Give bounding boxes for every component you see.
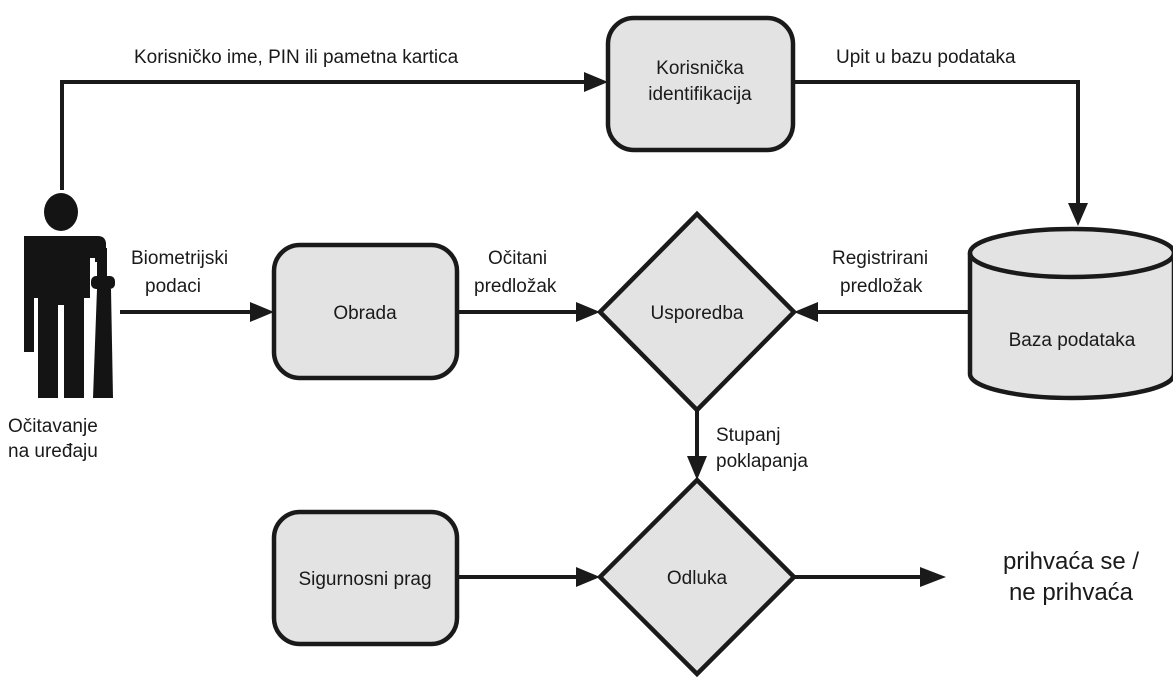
decision-label: Odluka (667, 568, 728, 589)
security-threshold-box (271, 509, 460, 647)
user-identification-box (605, 15, 796, 153)
match-degree-edge-label-line1: Stupanj (716, 425, 780, 446)
comparison-diamond (596, 210, 798, 414)
credentials-connector (60, 80, 585, 190)
db-query-edge-label: Upit u bazu podataka (836, 47, 1016, 68)
person-label-line1: Očitavanje (8, 416, 98, 437)
result-arrowhead (920, 567, 946, 587)
threshold-arrowhead (576, 567, 600, 587)
biometric-edge-label-line1: Biometrijski (131, 248, 228, 269)
registered-template-edge-label-line2: predložak (840, 276, 923, 297)
processing-box (271, 242, 460, 381)
biometric-arrowhead (250, 302, 274, 322)
user-identification-label-line1: Korisnička (656, 58, 744, 79)
result-label-line1: prihvaća se / (1003, 548, 1139, 575)
read-template-edge-label-line1: Očitani (488, 248, 547, 269)
registered-template-edge-label-line1: Registrirani (832, 248, 928, 269)
biometric-edge-label-line2: podaci (145, 276, 201, 297)
database-label: Baza podataka (1009, 330, 1136, 351)
user-identification-label-line2: identifikacija (648, 84, 752, 105)
match-degree-edge-label-line2: poklapanja (716, 451, 808, 472)
security-threshold-label: Sigurnosni prag (298, 569, 431, 590)
database-cylinder-top-rim (967, 252, 1173, 280)
decision-diamond (596, 476, 798, 677)
person-icon (24, 193, 115, 398)
credentials-edge-label: Korisničko ime, PIN ili pametna kartica (134, 47, 459, 68)
read-template-edge-label-line2: predložak (474, 276, 557, 297)
db-query-connector (793, 80, 1080, 205)
comparison-label: Usporedba (651, 303, 744, 324)
person-label-line2: na uređaju (8, 441, 98, 462)
db-query-arrowhead (1068, 203, 1088, 226)
database-cylinder (967, 226, 1173, 401)
registered-template-arrowhead (794, 302, 818, 322)
match-degree-arrowhead (687, 456, 707, 480)
read-template-arrowhead (576, 302, 600, 322)
result-label-line2: ne prihvaća (1009, 579, 1134, 606)
credentials-arrowhead (584, 72, 608, 92)
processing-label: Obrada (333, 303, 397, 324)
